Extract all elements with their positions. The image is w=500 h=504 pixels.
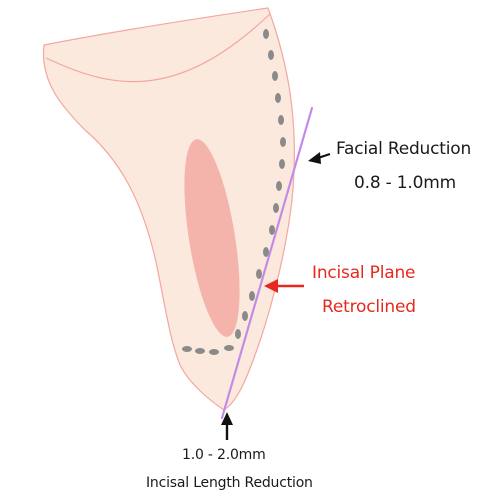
incisal-length-title: Incisal Length Reduction — [146, 475, 313, 491]
pulp-chamber — [184, 139, 240, 337]
incisal-length-arrow — [221, 412, 233, 440]
facial-reduction-value: 0.8 - 1.0mm — [354, 173, 456, 193]
facial-reduction-title: Facial Reduction — [336, 139, 472, 159]
incisal-edge-curve — [45, 13, 271, 83]
facial-reduction-arrow — [308, 152, 331, 164]
tooth-crown — [42, 7, 295, 411]
incisal-plane-arrow — [264, 279, 304, 293]
incisal-plane-subtitle: Retroclined — [322, 297, 416, 317]
reduction-outline-dashes — [182, 29, 286, 355]
incisal-length-value: 1.0 - 2.0mm — [182, 447, 266, 463]
incisal-plane-title: Incisal Plane — [312, 263, 416, 283]
incisal-plane-line — [220, 106, 314, 420]
